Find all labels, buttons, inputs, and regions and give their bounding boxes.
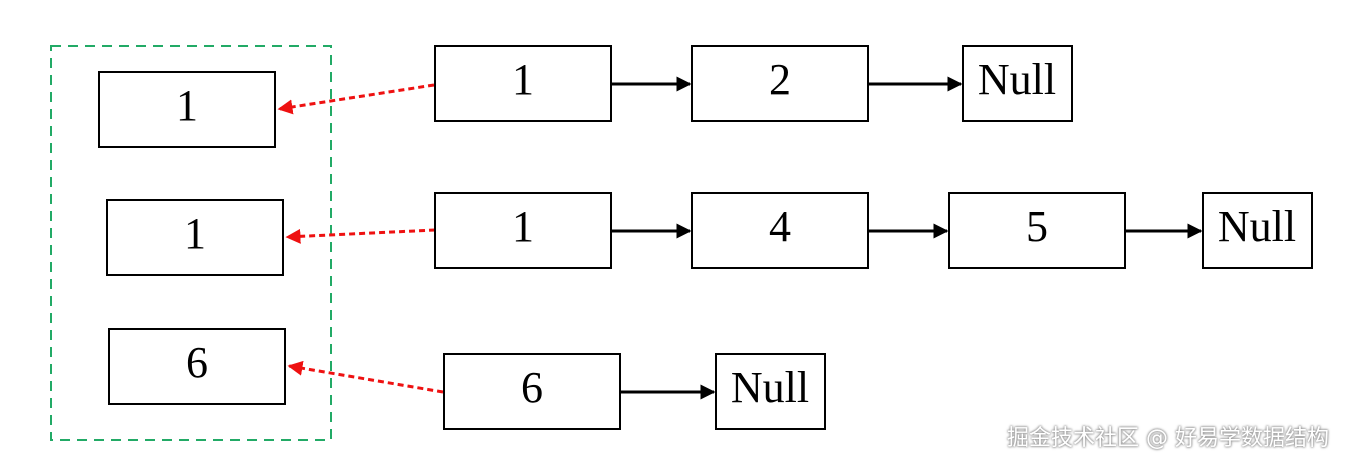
list-node: 6	[443, 353, 621, 430]
list-node: 5	[948, 192, 1126, 269]
pointer-arrow-3	[287, 360, 444, 394]
watermark-text: 掘金技术社区 @ 好易学数据结构	[1007, 426, 1329, 451]
list-node: 2	[691, 45, 869, 122]
list-node: 1	[434, 192, 612, 269]
head-node-2: 1	[106, 199, 284, 276]
list-node-value: 2	[769, 55, 791, 104]
list-node-value: 1	[512, 202, 534, 251]
list-2: 1 4 5 Null	[434, 192, 1313, 269]
null-node-label: Null	[978, 55, 1056, 104]
head-node-1: 1	[98, 71, 276, 148]
heads-group-box	[50, 45, 332, 441]
head-node-value: 6	[186, 338, 208, 387]
null-node: Null	[1202, 192, 1313, 269]
pointer-arrow-1	[277, 83, 435, 115]
list-node: 4	[691, 192, 869, 269]
null-node: Null	[962, 45, 1073, 122]
null-node-label: Null	[1218, 202, 1296, 251]
pointer-arrow-2	[285, 228, 436, 244]
list-3: 6 Null	[443, 353, 826, 430]
null-node-label: Null	[731, 363, 809, 412]
head-node-value: 1	[176, 81, 198, 130]
head-node-value: 1	[184, 209, 206, 258]
null-node: Null	[715, 353, 826, 430]
list-node-value: 5	[1026, 202, 1048, 251]
list-node-value: 6	[521, 363, 543, 412]
list-node: 1	[434, 45, 612, 122]
list-node-value: 1	[512, 55, 534, 104]
list-node-value: 4	[769, 202, 791, 251]
list-1: 1 2 Null	[434, 45, 1073, 122]
head-node-3: 6	[108, 328, 286, 405]
